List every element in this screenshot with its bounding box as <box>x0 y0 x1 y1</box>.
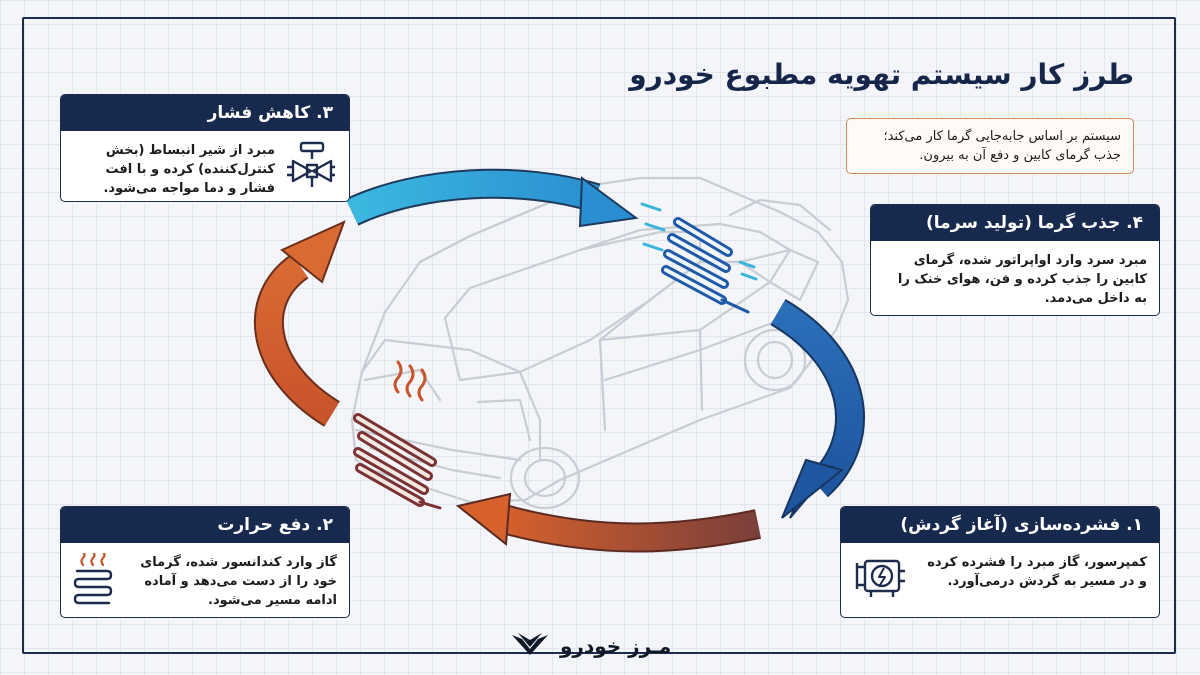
cycle-arrows <box>253 168 865 553</box>
step-card-expansion: ۳. کاهش فشار مبرد از شیر انبساط (بخش کنت… <box>60 94 350 202</box>
compressor-icon <box>853 553 907 605</box>
evaporator-coil-illustration <box>640 202 758 314</box>
page-frame <box>22 17 1176 654</box>
page-title: طرز کار سیستم تهویه مطبوع خودرو <box>629 58 1134 91</box>
step-card-condensation: ۲. دفع حرارت گاز وارد کندانسور شده، گرما… <box>60 506 350 618</box>
brand-logo: مـرز خودرو <box>508 626 698 666</box>
step-header: ۱. فشرده‌سازی (آغاز گردش) <box>841 507 1159 543</box>
step-header: ۲. دفع حرارت <box>61 507 349 543</box>
condenser-icon <box>73 550 113 609</box>
step-header: ۳. کاهش فشار <box>61 95 349 131</box>
step-card-evaporation: ۴. جذب گرما (تولید سرما) مبرد سرد وارد ا… <box>870 204 1160 316</box>
condenser-coil-illustration <box>353 360 442 510</box>
expansion-valve-icon <box>285 141 337 195</box>
step-card-compression: ۱. فشرده‌سازی (آغاز گردش) کمپرسور، گاز م… <box>840 506 1160 618</box>
step-text: کمپرسور، گاز مبرد را فشرده کرده و در مسی… <box>927 555 1147 589</box>
step-text: گاز وارد کندانسور شده، گرمای خود را از د… <box>140 555 337 608</box>
step-text: مبرد از شیر انبساط (بخش کنترل‌کننده) کرد… <box>103 143 275 201</box>
wing-logo-icon <box>508 631 552 661</box>
step-text: مبرد سرد وارد اواپراتور شده، گرمای کابین… <box>897 253 1147 306</box>
intro-note: سیستم بر اساس جابه‌جایی گرما کار می‌کند؛… <box>846 118 1134 174</box>
brand-name: مـرز خودرو <box>560 634 672 658</box>
step-header: ۴. جذب گرما (تولید سرما) <box>871 205 1159 241</box>
